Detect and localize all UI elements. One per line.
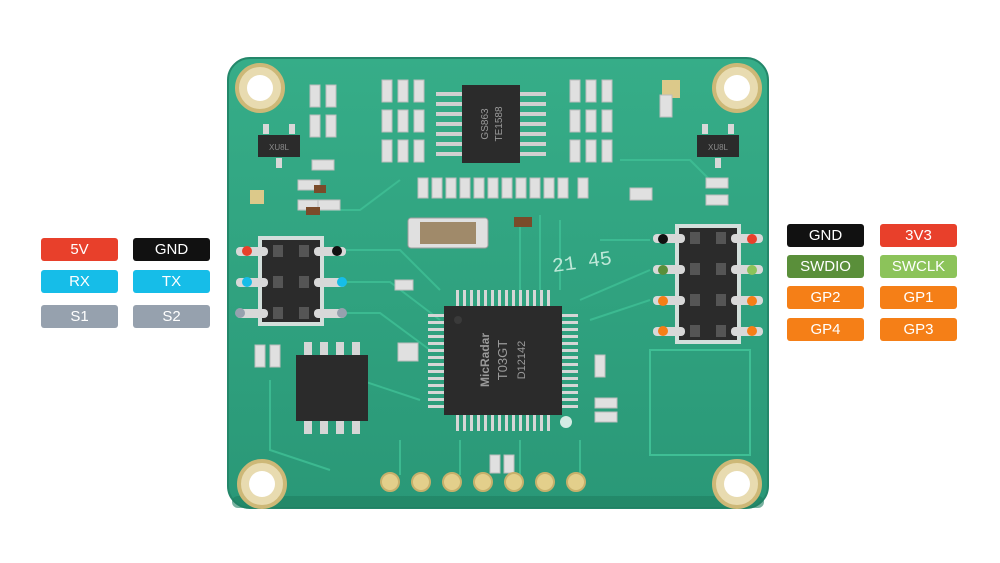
top-ic-text-2: TE1588: [494, 106, 505, 141]
pin-label-swclk: SWCLK: [880, 255, 957, 278]
pin-label-s2: S2: [133, 305, 210, 328]
pin-label-s1: S1: [41, 305, 118, 328]
mounting-holes: [235, 63, 762, 509]
antenna-outline: [649, 349, 751, 456]
pin-dot-gp2: [658, 296, 668, 306]
pin-dot-s2: [337, 308, 347, 318]
pin-dots: [235, 234, 757, 336]
mcu-brand-text: MicRadar: [478, 333, 492, 387]
test-pad: [662, 80, 680, 98]
pin-label-gnd-left: GND: [133, 238, 210, 261]
pin-label-gnd-right: GND: [787, 224, 864, 247]
pin-dot-gp3: [747, 326, 757, 336]
pin-dot-tx: [337, 277, 347, 287]
pin-dot-gp4: [658, 326, 668, 336]
pin-label-gp3: GP3: [880, 318, 957, 341]
pin-label-gp2: GP2: [787, 286, 864, 309]
pin-dot-gnd-right: [658, 234, 668, 244]
mcu-chip: MicRadar T03GT D12142: [428, 290, 578, 431]
pcb-traces: [269, 159, 711, 475]
smd-components: [254, 79, 729, 474]
pin-dot-gnd-left: [332, 246, 342, 256]
pcb-edge-shadow: [232, 496, 764, 508]
top-ic-text-1: GS863: [480, 108, 491, 140]
pin-label-tx: TX: [133, 270, 210, 293]
right-regulator: XU8L: [697, 124, 739, 168]
pin-label-3v3: 3V3: [880, 224, 957, 247]
pin-label-swdio: SWDIO: [787, 255, 864, 278]
pin-dot-s1: [235, 308, 245, 318]
pin-dot-rx: [242, 277, 252, 287]
mcu-code-text: D12142: [516, 341, 528, 380]
pin-label-5v: 5V: [41, 238, 118, 261]
pin-dot-5v: [242, 246, 252, 256]
soic-chip: [296, 342, 368, 434]
mcu-model-text: T03GT: [495, 340, 510, 381]
pin-dot-3v3: [747, 234, 757, 244]
right-regulator-text: XU8L: [708, 143, 729, 152]
pin-label-rx: RX: [41, 270, 118, 293]
left-header: [236, 236, 346, 326]
pin-dot-gp1: [747, 296, 757, 306]
bottom-pads: [380, 472, 586, 492]
pin-label-gp1: GP1: [880, 286, 957, 309]
top-ic: GS863 TE1588: [436, 85, 546, 163]
left-regulator: XU8L: [258, 124, 300, 168]
pin-dot-swclk: [747, 265, 757, 275]
pin-dot-swdio: [658, 265, 668, 275]
test-pad: [250, 190, 264, 204]
pin-label-gp4: GP4: [787, 318, 864, 341]
left-regulator-text: XU8L: [269, 143, 290, 152]
